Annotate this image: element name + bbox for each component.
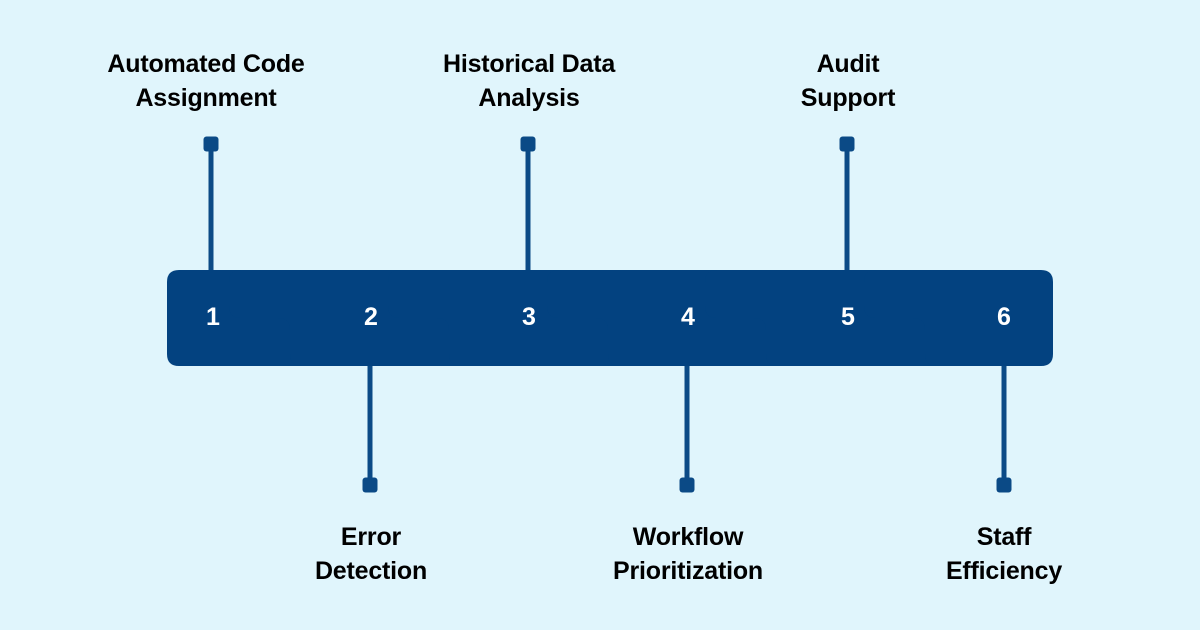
step-number-2: 2 (364, 303, 378, 331)
step-number-1: 1 (206, 303, 220, 331)
connector-endpoint-marker-2 (362, 477, 378, 493)
process-step-piece-6[interactable] (864, 270, 1053, 366)
connector-endpoint-marker-4 (679, 477, 695, 493)
connector-endpoint-marker-3 (520, 136, 536, 152)
step-number-6: 6 (997, 303, 1011, 331)
step-number-3: 3 (522, 303, 536, 331)
connectors-layer (203, 136, 1012, 493)
step-label-3: Historical Data Analysis (442, 50, 616, 112)
connector-endpoint-marker-5 (839, 136, 855, 152)
step-label-6: Staff Efficiency (945, 523, 1063, 585)
connector-endpoint-marker-6 (996, 477, 1012, 493)
step-label-4: Workflow Prioritization (613, 523, 763, 585)
pieces-layer (167, 270, 1053, 366)
connector-endpoint-marker-1 (203, 136, 219, 152)
step-label-5: Audit Support (800, 50, 896, 112)
step-number-4: 4 (681, 303, 695, 331)
step-number-5: 5 (841, 303, 855, 331)
step-label-1: Automated Code Assignment (107, 50, 305, 112)
step-label-2: Error Detection (314, 523, 428, 585)
